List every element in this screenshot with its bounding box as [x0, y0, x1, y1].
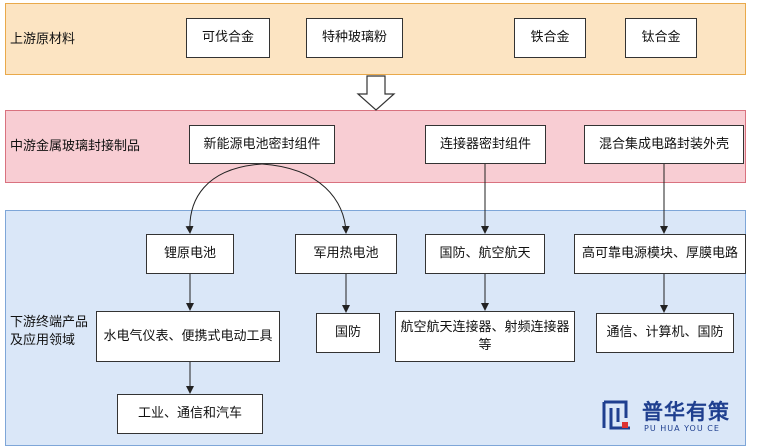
logo-english-text: PU HUA YOU CE — [644, 424, 720, 433]
node-defense-aerospace: 国防、航空航天 — [425, 234, 545, 274]
logo-mark-icon — [602, 400, 630, 430]
node-military-thermal-battery: 军用热电池 — [295, 234, 397, 274]
curve-ev-to-thermal — [261, 163, 350, 234]
node-lithium-battery: 锂原电池 — [146, 234, 234, 274]
node-meters-tools: 水电气仪表、便携式电动工具 — [96, 311, 280, 362]
node-iron-alloy: 铁合金 — [514, 18, 586, 58]
node-power-module-thick-film: 高可靠电源模块、厚膜电路 — [574, 234, 746, 274]
node-kovar: 可伐合金 — [186, 18, 270, 58]
curve-ev-to-lithium — [185, 163, 263, 234]
node-aerospace-rf-connectors: 航空航天连接器、射频连接器等 — [395, 311, 575, 362]
node-defense: 国防 — [316, 313, 380, 353]
downstream-label: 下游终端产品及应用领域 — [10, 315, 89, 348]
node-connector-seal: 连接器密封组件 — [425, 125, 546, 164]
node-glass-powder: 特种玻璃粉 — [306, 18, 403, 58]
midstream-label: 中游金属玻璃封接制品 — [10, 139, 141, 154]
logo-chinese-text: 普华有策 — [642, 400, 730, 424]
upstream-label: 上游原材料 — [10, 32, 76, 47]
node-titanium-alloy: 钛合金 — [625, 18, 697, 58]
node-comm-computer-defense: 通信、计算机、国防 — [596, 313, 734, 353]
brand-logo: 普华有策 PU HUA YOU CE — [600, 396, 740, 440]
flow-arrow-hollow — [356, 75, 396, 111]
node-ev-battery-seal: 新能源电池密封组件 — [189, 125, 335, 164]
node-industry-comm-auto: 工业、通信和汽车 — [117, 394, 263, 434]
node-hybrid-ic-package: 混合集成电路封装外壳 — [584, 125, 744, 164]
